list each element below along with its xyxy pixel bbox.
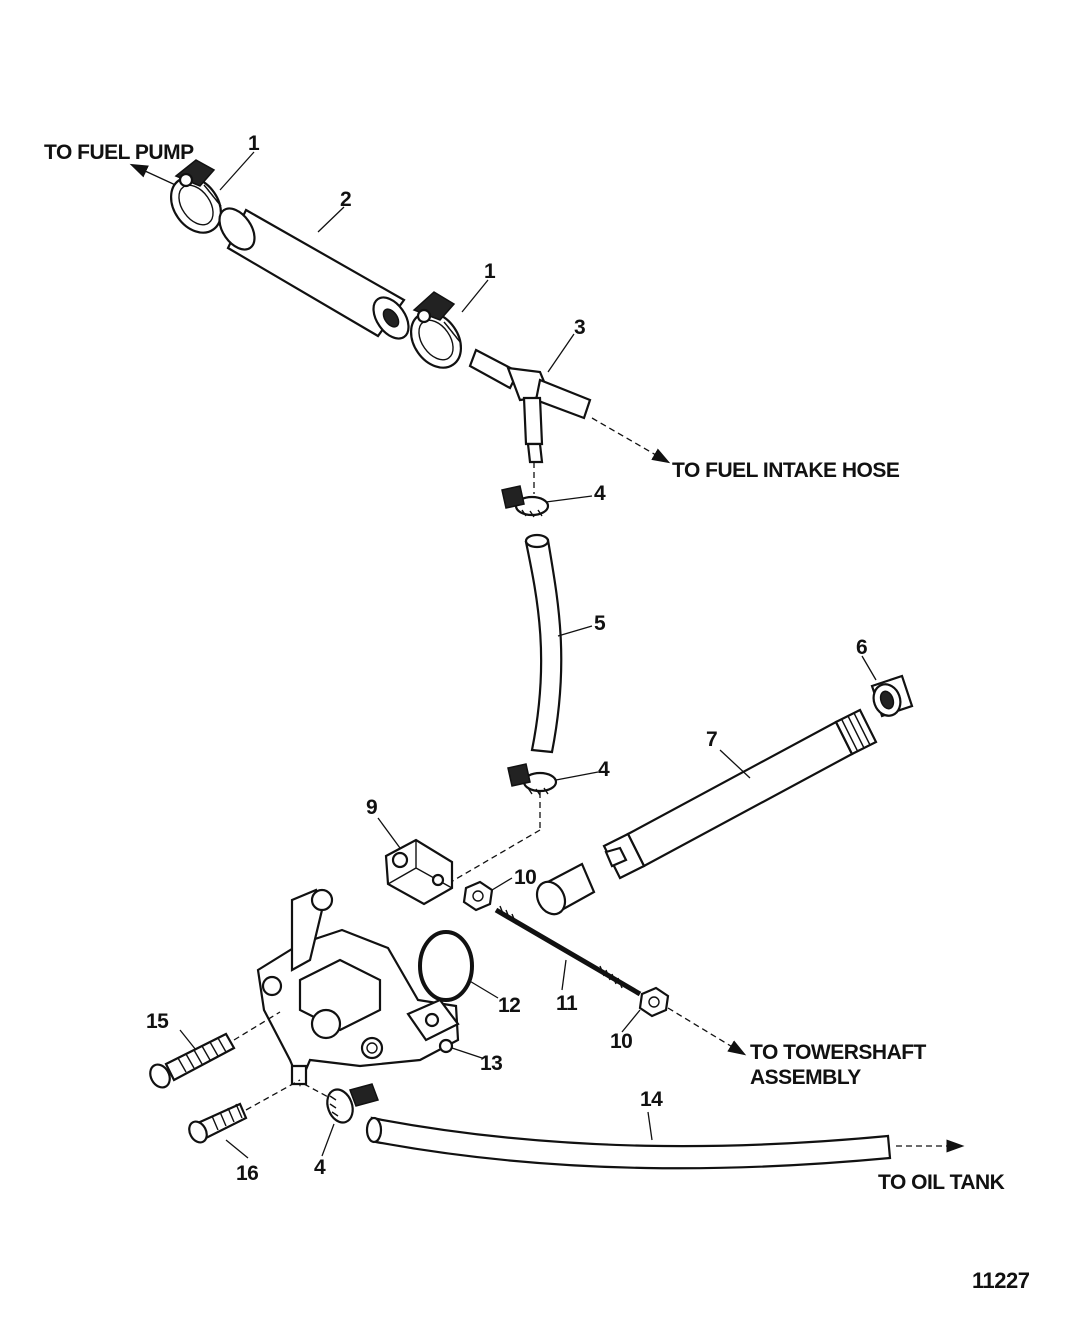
fuel-intake-arrow bbox=[591, 417, 671, 464]
shaft-bushing bbox=[535, 862, 596, 916]
towershaft-arrow bbox=[667, 1007, 747, 1056]
callout-9: 9 bbox=[366, 796, 378, 819]
to-fuel-pump-label: TO FUEL PUMP bbox=[44, 141, 194, 164]
callout-1-upper: 1 bbox=[248, 132, 260, 155]
hose-5 bbox=[524, 533, 563, 754]
callout-12: 12 bbox=[498, 994, 521, 1017]
callout-14: 14 bbox=[640, 1088, 663, 1111]
callout-3: 3 bbox=[574, 316, 586, 339]
callout-7: 7 bbox=[706, 728, 718, 751]
leader-lines bbox=[179, 151, 877, 1159]
bushing-6 bbox=[870, 674, 914, 718]
callout-15: 15 bbox=[146, 1010, 169, 1033]
nut-10-lower bbox=[638, 986, 670, 1018]
oil-pump-body bbox=[256, 888, 460, 1087]
to-fuel-intake-hose-label: TO FUEL INTAKE HOSE bbox=[672, 459, 900, 482]
tee-fitting-3 bbox=[468, 348, 592, 464]
screw-13 bbox=[438, 1038, 454, 1054]
hose-clamp-1-lower bbox=[409, 291, 463, 369]
to-towershaft-label: TO TOWERSHAFT bbox=[750, 1041, 926, 1064]
adjustment-screw-15 bbox=[149, 1032, 236, 1089]
adjustment-screw-16 bbox=[188, 1102, 248, 1144]
callout-16: 16 bbox=[236, 1162, 259, 1185]
bracket-9 bbox=[384, 838, 454, 906]
callout-1-lower: 1 bbox=[484, 260, 496, 283]
drive-shaft-7 bbox=[602, 708, 878, 880]
hose-clamp-4-upper bbox=[501, 485, 550, 518]
callout-6: 6 bbox=[856, 636, 868, 659]
figure-number: 11227 bbox=[972, 1268, 1030, 1293]
hose-2 bbox=[218, 207, 410, 340]
callout-5: 5 bbox=[594, 612, 606, 635]
callout-10-upper: 10 bbox=[514, 866, 537, 889]
towershaft-assembly-label: ASSEMBLY bbox=[750, 1066, 861, 1089]
screw-11 bbox=[494, 905, 642, 997]
callout-4-lower: 4 bbox=[314, 1156, 326, 1179]
callout-11: 11 bbox=[556, 992, 578, 1015]
callout-2: 2 bbox=[340, 188, 352, 211]
hose-clamp-1-upper bbox=[169, 159, 223, 234]
callout-13: 13 bbox=[480, 1052, 503, 1075]
hose-clamp-4-lower bbox=[326, 1083, 379, 1124]
callout-10-lower: 10 bbox=[610, 1030, 633, 1053]
callout-4-upper: 4 bbox=[594, 482, 606, 505]
to-oil-tank-label: TO OIL TANK bbox=[878, 1171, 1005, 1194]
nut-10-upper bbox=[462, 880, 494, 912]
o-ring-12 bbox=[418, 930, 474, 1002]
oil-hose-14 bbox=[365, 1116, 892, 1170]
hose-clamp-4-middle bbox=[507, 763, 558, 796]
callout-4-middle: 4 bbox=[598, 758, 610, 781]
